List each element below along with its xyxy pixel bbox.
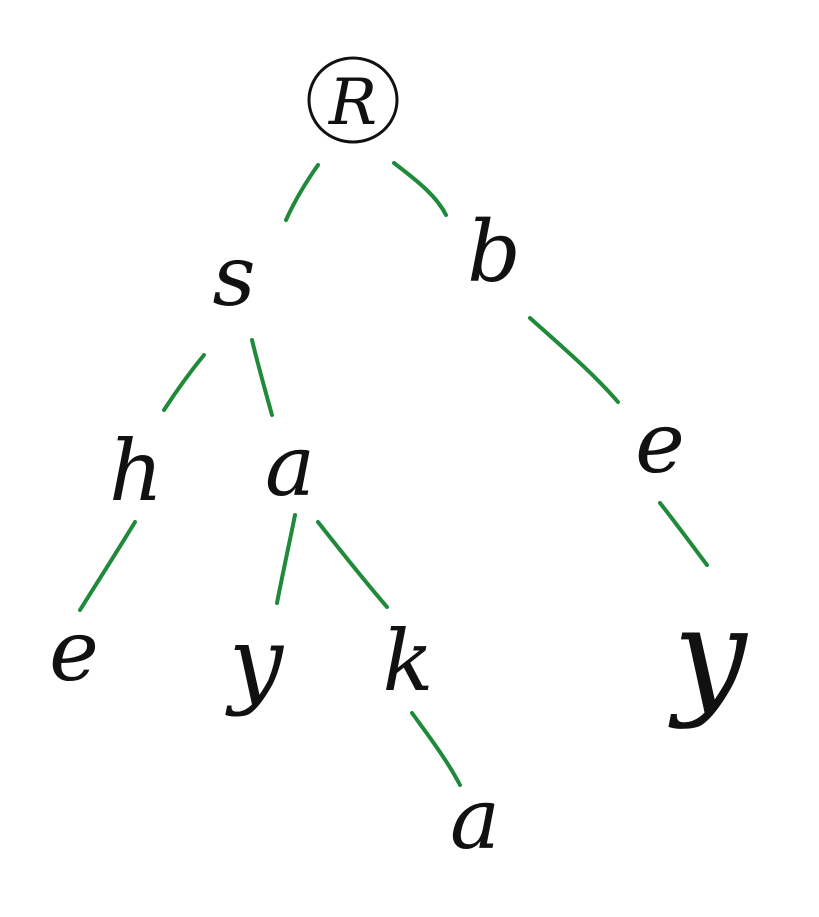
node-b: b (467, 203, 521, 301)
edge-h-e (78, 520, 137, 612)
nodes: R s b h a e y k a e y (49, 66, 748, 868)
node-y: y (225, 606, 285, 718)
node-root: R (328, 66, 377, 140)
edge-s-a (250, 338, 274, 417)
edge-k-a (410, 711, 462, 787)
node-k: k (383, 612, 434, 710)
node-s: s (212, 227, 255, 325)
node-h: h (109, 422, 163, 520)
node-e2: e (635, 394, 685, 492)
node-a: a (265, 417, 315, 515)
node-e: e (49, 602, 99, 700)
edge-b-e (528, 316, 620, 404)
edge-e-y (658, 501, 709, 567)
edge-a-k (316, 520, 389, 609)
edges (78, 161, 709, 787)
root-circle (307, 56, 399, 144)
edge-root-b (392, 161, 448, 217)
node-y2: y (668, 579, 748, 731)
edge-a-y (275, 513, 297, 605)
edge-root-s (284, 163, 320, 222)
node-a2: a (450, 770, 500, 868)
edge-s-h (162, 353, 206, 412)
